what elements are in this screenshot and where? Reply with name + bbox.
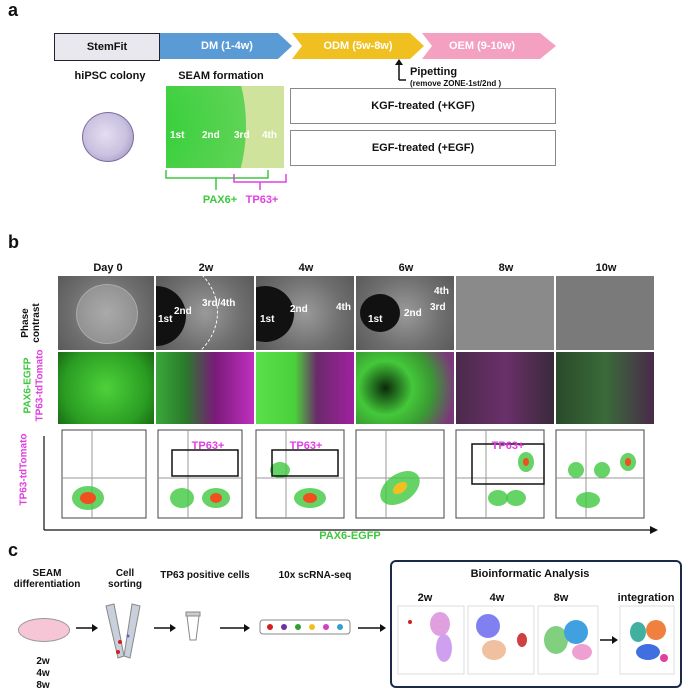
seam-zones-image: 1st 2nd 3rd 4th bbox=[166, 86, 284, 168]
fluor-6w bbox=[356, 352, 454, 424]
flow-8w bbox=[455, 429, 545, 519]
dm-arrow bbox=[160, 33, 292, 59]
hipsc-colony-image bbox=[82, 112, 134, 162]
tp63-label: TP63+ bbox=[245, 194, 279, 206]
fluor-4w bbox=[256, 352, 354, 424]
flow-10w bbox=[555, 429, 645, 519]
umap-2w-label: 2w bbox=[417, 592, 433, 604]
arrow-3 bbox=[220, 624, 250, 632]
flow-xlabel: PAX6-EGFP bbox=[319, 530, 381, 542]
dm-label: DM (1-4w) bbox=[201, 40, 253, 52]
flow-day0 bbox=[61, 429, 147, 519]
col-10w: 10w bbox=[595, 262, 617, 274]
umap-arrow bbox=[600, 636, 618, 644]
umap-4w-label: 4w bbox=[489, 592, 505, 604]
phase-2w-3rd4th: 3rd/4th bbox=[202, 298, 236, 309]
fluor-2w bbox=[156, 352, 254, 424]
phase-2w-1st: 1st bbox=[158, 314, 173, 325]
phase-6w-2nd: 2nd bbox=[404, 308, 422, 319]
phase-day0 bbox=[58, 276, 154, 350]
phase-6w-1st: 1st bbox=[368, 314, 383, 325]
step-scrna: 10x scRNA-seq bbox=[278, 570, 352, 581]
timeline-stemfit: StemFit bbox=[54, 33, 160, 61]
oem-arrow bbox=[422, 33, 556, 59]
gate-label-4w: TP63+ bbox=[289, 440, 323, 452]
umap-8w-label: 8w bbox=[553, 592, 569, 604]
umap-integration bbox=[619, 605, 675, 675]
panel-c-letter: c bbox=[8, 540, 19, 560]
zone-1st: 1st bbox=[170, 130, 185, 141]
umap-integration-label: integration bbox=[617, 592, 675, 604]
phase-2w-2nd: 2nd bbox=[174, 306, 192, 317]
step-bioinfo: Bioinformatic Analysis bbox=[470, 568, 590, 580]
arrow-1 bbox=[76, 624, 98, 632]
flow-6w bbox=[355, 429, 445, 519]
phase-6w-3rd: 3rd bbox=[430, 302, 446, 313]
zone-4th: 4th bbox=[262, 130, 277, 141]
zone-3rd: 3rd bbox=[234, 130, 250, 141]
umap-8w bbox=[537, 605, 599, 675]
timepoint-4w: 4w bbox=[36, 668, 50, 679]
tube-icon bbox=[185, 611, 201, 641]
odm-arrow bbox=[292, 33, 424, 59]
arrow-2 bbox=[154, 624, 176, 632]
row-fluor-label: PAX6-EGFP TP63-tdTomato bbox=[22, 349, 46, 422]
fluor-8w bbox=[456, 352, 554, 424]
flow-4w bbox=[255, 429, 345, 519]
col-6w: 6w bbox=[398, 262, 414, 274]
odm-label: ODM (5w-8w) bbox=[323, 40, 393, 52]
egf-box: EGF-treated (+EGF) bbox=[290, 130, 556, 166]
step-tp63: TP63 positive cells bbox=[160, 570, 250, 581]
step-sorting: Cell sorting bbox=[108, 568, 142, 590]
flow-ylabel: TP63-tdTomato bbox=[18, 433, 30, 506]
col-8w: 8w bbox=[498, 262, 514, 274]
step-seam: SEAM differentiation bbox=[13, 568, 81, 590]
seam-label: SEAM formation bbox=[178, 70, 264, 82]
pipetting-label: Pipetting bbox=[410, 66, 458, 78]
workflow-graphics bbox=[76, 603, 386, 659]
bioinformatic-box bbox=[390, 560, 682, 688]
col-2w: 2w bbox=[198, 262, 214, 274]
timeline-arrows bbox=[160, 33, 556, 59]
pipetting-arrow bbox=[395, 59, 406, 81]
phase-10w bbox=[556, 276, 654, 350]
phase-4w-1st: 1st bbox=[260, 314, 275, 325]
kgf-box: KGF-treated (+KGF) bbox=[290, 88, 556, 124]
phase-4w-4th: 4th bbox=[336, 302, 351, 313]
zone-2nd: 2nd bbox=[202, 130, 220, 141]
phase-4w: 1st 2nd 4th bbox=[256, 276, 354, 350]
phase-6w-4th: 4th bbox=[434, 286, 449, 297]
phase-4w-2nd: 2nd bbox=[290, 304, 308, 315]
phase-2w: 1st 2nd 3rd/4th bbox=[156, 276, 254, 350]
chip-icon bbox=[259, 619, 351, 635]
flow-plots bbox=[43, 429, 658, 534]
pax6-label: PAX6+ bbox=[202, 194, 238, 206]
gate-label-8w: TP63+ bbox=[491, 440, 525, 452]
arrow-4 bbox=[358, 624, 386, 632]
panel-a-letter: a bbox=[8, 0, 19, 20]
culture-dish-icon bbox=[18, 618, 70, 642]
oem-label: OEM (9-10w) bbox=[448, 40, 515, 52]
fluor-day0 bbox=[58, 352, 154, 424]
col-4w: 4w bbox=[298, 262, 314, 274]
umap-plots bbox=[397, 605, 675, 675]
umap-4w bbox=[467, 605, 535, 675]
stemfit-label: StemFit bbox=[86, 41, 128, 53]
row-phase-label: Phase contrast bbox=[20, 303, 42, 343]
gate-label-2w: TP63+ bbox=[191, 440, 225, 452]
hipsc-label: hiPSC colony bbox=[74, 70, 146, 82]
sorting-icon bbox=[105, 603, 141, 659]
phase-8w bbox=[456, 276, 554, 350]
flow-2w bbox=[157, 429, 243, 519]
panel-b-letter: b bbox=[8, 232, 19, 252]
fluor-10w bbox=[556, 352, 654, 424]
phase-6w: 1st 2nd 3rd 4th bbox=[356, 276, 454, 350]
col-day0: Day 0 bbox=[93, 262, 123, 274]
timepoint-8w: 8w bbox=[36, 680, 50, 691]
timepoint-2w: 2w bbox=[36, 656, 50, 667]
pipetting-sub: (remove ZONE-1st/2nd ) bbox=[410, 79, 502, 88]
umap-2w bbox=[397, 605, 465, 675]
zone-brackets bbox=[165, 170, 287, 190]
